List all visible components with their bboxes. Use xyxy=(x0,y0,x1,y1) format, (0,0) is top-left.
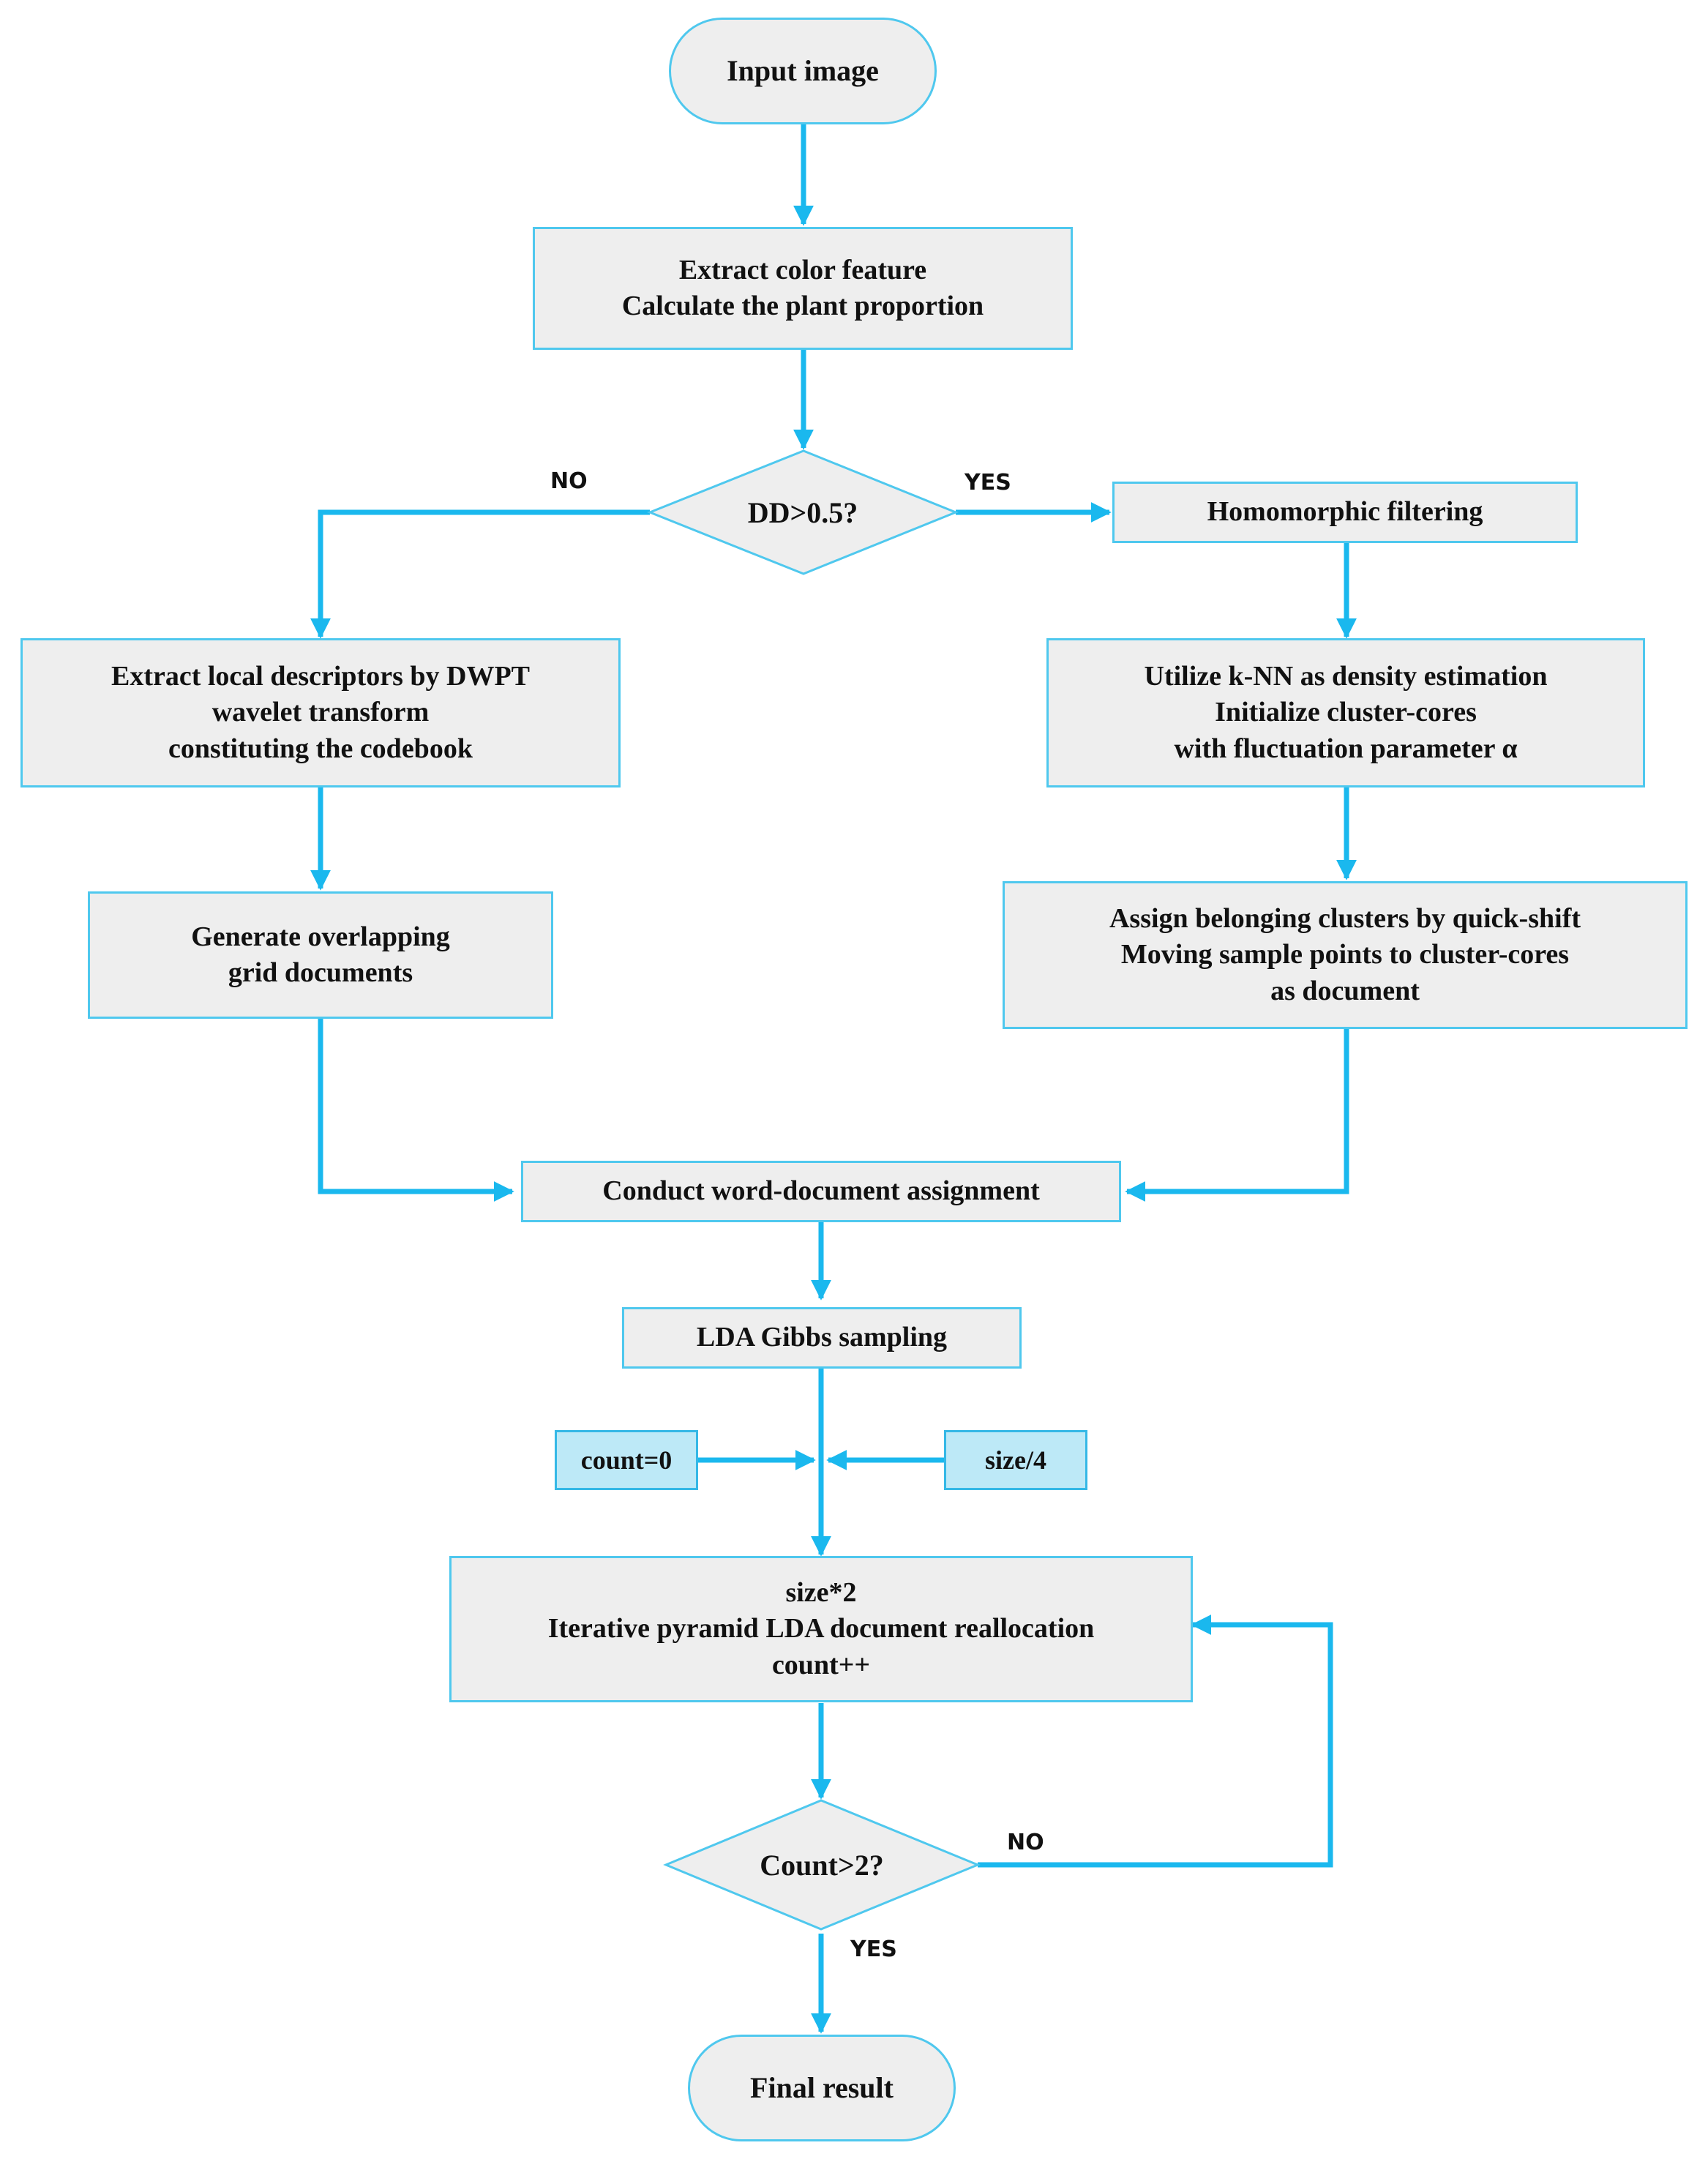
start-terminal: Input image xyxy=(669,18,937,124)
extract-color-line-2: Calculate the plant proportion xyxy=(621,291,984,321)
pyramid-line-2: Iterative pyramid LDA document reallocat… xyxy=(547,1613,1095,1645)
dwpt-line-2: wavelet transform xyxy=(211,697,430,728)
grid-documents-box: Generate overlapping grid documents xyxy=(88,891,553,1019)
word-document-assignment-box: Conduct word-document assignment xyxy=(521,1161,1121,1222)
grid-line-2: grid documents xyxy=(228,957,413,988)
arrow-grid-to-assignment xyxy=(318,1019,514,1202)
homomorphic-label: Homomorphic filtering xyxy=(1207,496,1483,528)
quick-shift-line-3: as document xyxy=(1270,975,1420,1006)
gibbs-sampling-box: LDA Gibbs sampling xyxy=(622,1307,1022,1369)
quick-shift-line-1: Assign belonging clusters by quick-shift xyxy=(1109,902,1581,934)
dd-yes-label: YES xyxy=(965,470,1011,495)
count-decision-diamond xyxy=(663,1799,981,1931)
knn-line-3: with fluctuation parameter α xyxy=(1174,733,1518,764)
dwpt-line-1: Extract local descriptors by DWPT xyxy=(111,660,531,692)
extract-color-box: Extract color feature Calculate the plan… xyxy=(533,227,1073,350)
pyramid-line-3: count++ xyxy=(771,1649,871,1680)
size-init-box: size/4 xyxy=(944,1430,1087,1490)
knn-box: Utilize k-NN as density estimation Initi… xyxy=(1046,638,1645,787)
dwpt-line-3: constituting the codebook xyxy=(168,733,473,764)
knn-line-2: Initialize cluster-cores xyxy=(1215,697,1477,728)
dd-decision-diamond xyxy=(646,449,959,575)
knn-line-1: Utilize k-NN as density estimation xyxy=(1144,660,1548,692)
pyramid-reallocation-box: size*2 Iterative pyramid LDA document re… xyxy=(449,1556,1193,1702)
pyramid-line-1: size*2 xyxy=(785,1576,857,1608)
arrow-decision-no-to-dwpt xyxy=(310,509,650,639)
start-label: Input image xyxy=(727,54,879,87)
size-init-label: size/4 xyxy=(985,1445,1046,1475)
arrow-quickshift-to-assignment xyxy=(1125,1029,1349,1202)
dd-decision-label: DD>0.5? xyxy=(747,495,858,529)
count-init-box: count=0 xyxy=(555,1430,698,1490)
count-no-label: NO xyxy=(1007,1830,1044,1855)
arrow-count-no-loop xyxy=(978,1615,1333,1868)
homomorphic-box: Homomorphic filtering xyxy=(1112,482,1578,543)
extract-color-line-1: Extract color feature xyxy=(678,254,927,285)
count-yes-label: YES xyxy=(850,1937,897,1962)
count-decision-label: Count>2? xyxy=(760,1848,884,1882)
dd-no-label: NO xyxy=(550,468,588,494)
end-label: Final result xyxy=(750,2071,894,2104)
quick-shift-box: Assign belonging clusters by quick-shift… xyxy=(1003,881,1688,1029)
dwpt-box: Extract local descriptors by DWPT wavele… xyxy=(20,638,621,787)
grid-line-1: Generate overlapping xyxy=(191,921,450,952)
end-terminal: Final result xyxy=(688,2035,956,2141)
word-document-label: Conduct word-document assignment xyxy=(602,1175,1040,1207)
quick-shift-line-2: Moving sample points to cluster-cores xyxy=(1120,939,1570,970)
gibbs-label: LDA Gibbs sampling xyxy=(696,1322,948,1353)
count-init-label: count=0 xyxy=(580,1445,673,1475)
